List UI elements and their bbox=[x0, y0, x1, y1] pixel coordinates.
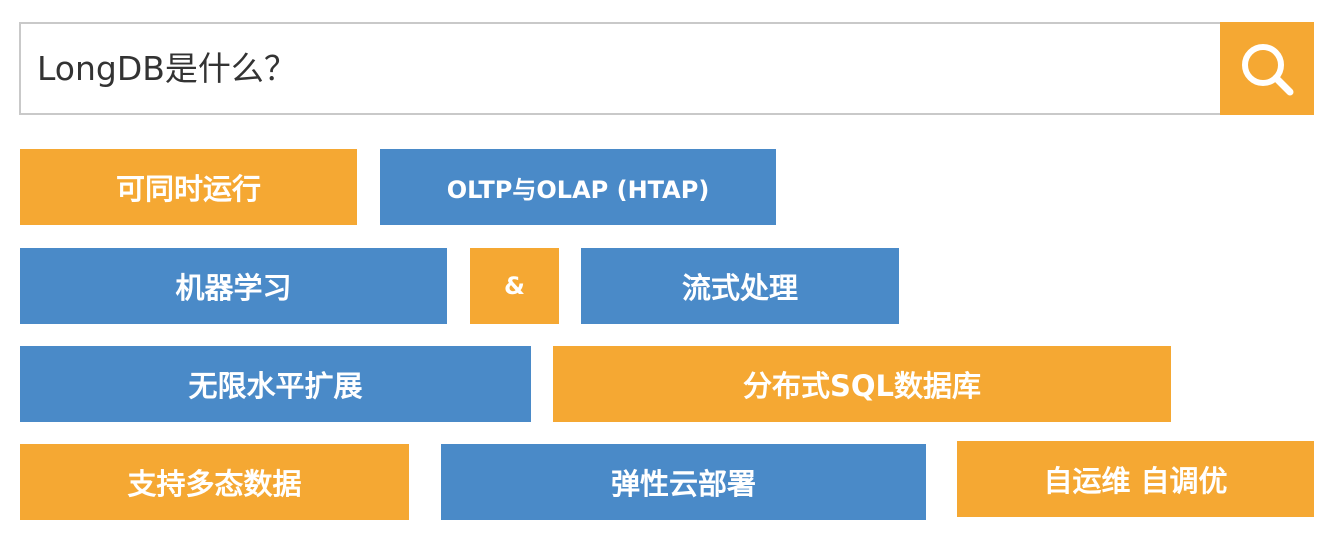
feature-tag-oltp-olap: OLTP与OLAP (HTAP) bbox=[380, 149, 776, 225]
feature-tag-ampersand: & bbox=[470, 248, 559, 324]
feature-tag-elastic-cloud: 弹性云部署 bbox=[441, 444, 926, 520]
feature-tag-self-ops-tuning: 自运维 自调优 bbox=[957, 441, 1314, 517]
feature-tag-machine-learning: 机器学习 bbox=[20, 248, 447, 324]
feature-tag-horizontal-scaling: 无限水平扩展 bbox=[20, 346, 531, 422]
feature-tag-htap-run: 可同时运行 bbox=[20, 149, 357, 225]
search-button[interactable] bbox=[1220, 22, 1314, 115]
feature-tag-polymorphic-data: 支持多态数据 bbox=[20, 444, 409, 520]
feature-tag-stream-processing: 流式处理 bbox=[581, 248, 899, 324]
search-input[interactable]: LongDB是什么？ bbox=[37, 49, 297, 88]
feature-tag-distributed-sql: 分布式SQL数据库 bbox=[553, 346, 1171, 422]
search-bar: LongDB是什么？ bbox=[19, 22, 1314, 115]
search-icon bbox=[1242, 43, 1294, 95]
